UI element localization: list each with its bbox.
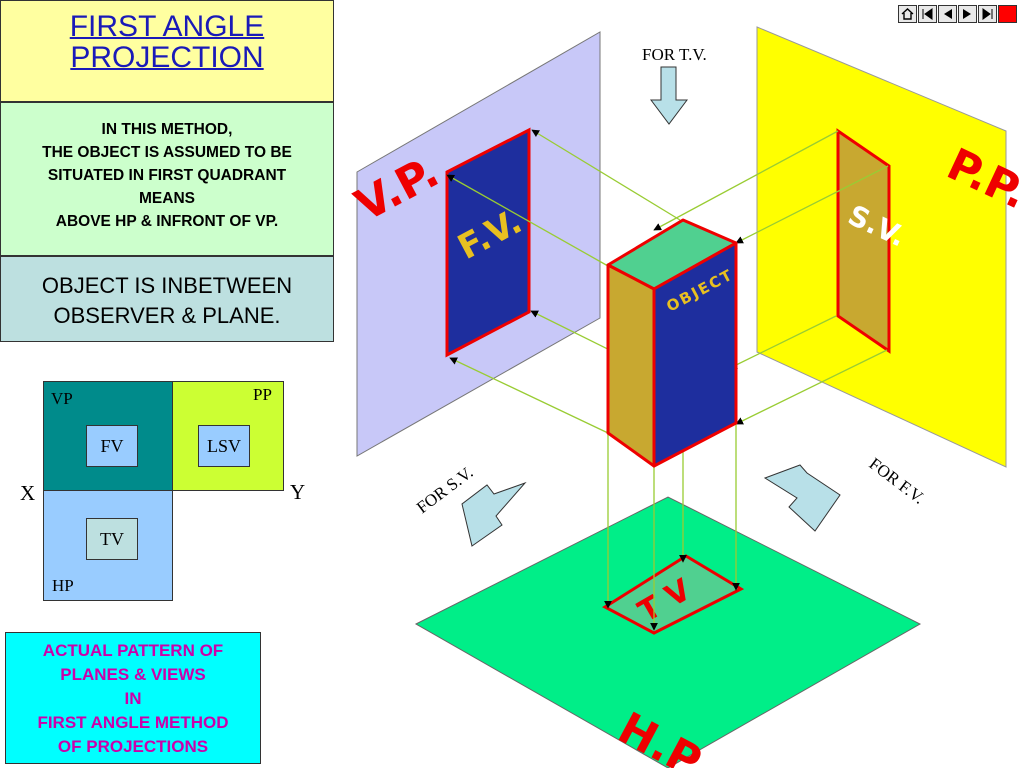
method-line-1: IN THIS METHOD, <box>101 121 233 138</box>
object-box-3d <box>606 218 738 468</box>
arrow-for-tv <box>650 66 688 125</box>
object-front-face <box>652 241 738 468</box>
method-description-box: IN THIS METHOD, THE OBJECT IS ASSUMED TO… <box>0 102 334 256</box>
last-slide-button[interactable] <box>978 5 997 23</box>
pp-label: PP <box>253 385 272 404</box>
home-button[interactable] <box>898 5 917 23</box>
title-line-1: FIRST ANGLE <box>69 10 265 43</box>
hp-label: HP <box>52 576 74 595</box>
method-line-3: SITUATED IN FIRST QUADRANT <box>47 167 287 184</box>
for-fv-label: FOR F.V. <box>866 454 929 508</box>
pattern-line-4: FIRST ANGLE METHOD <box>37 713 229 732</box>
first-icon <box>922 8 933 20</box>
pattern-line-1: ACTUAL PATTERN OF <box>42 641 224 660</box>
for-tv-label: FOR T.V. <box>642 45 707 64</box>
y-axis-label: Y <box>290 480 306 504</box>
object-position-box: OBJECT IS INBETWEEN OBSERVER & PLANE. <box>0 256 334 342</box>
next-icon <box>963 9 971 19</box>
top-view <box>602 554 745 635</box>
pattern-caption-box: ACTUAL PATTERN OF PLANES & VIEWS IN FIRS… <box>5 632 261 764</box>
prev-icon <box>944 9 952 19</box>
object-side-face <box>606 263 656 468</box>
prev-slide-button[interactable] <box>938 5 957 23</box>
page-title: FIRST ANGLE PROJECTION <box>1 11 333 73</box>
vp-label: VP <box>51 389 73 408</box>
next-slide-button[interactable] <box>958 5 977 23</box>
method-line-5: ABOVE HP & INFRONT OF VP. <box>55 213 279 230</box>
title-box: FIRST ANGLE PROJECTION <box>0 0 334 102</box>
slide-navigation <box>898 5 1018 25</box>
fv-box: FV <box>86 425 138 467</box>
arrow-for-sv <box>461 481 527 547</box>
pattern-line-5: OF PROJECTIONS <box>57 737 209 756</box>
lsv-box: LSV <box>198 425 250 467</box>
object-line-2: OBSERVER & PLANE. <box>53 303 281 328</box>
tv-box: TV <box>86 518 138 560</box>
horizontal-plane <box>414 496 922 768</box>
last-icon <box>982 8 993 20</box>
end-show-button[interactable] <box>998 5 1017 23</box>
side-view <box>836 128 891 354</box>
title-line-2: PROJECTION <box>70 41 264 74</box>
arrow-for-fv <box>763 464 841 532</box>
method-line-4: MEANS <box>139 190 195 207</box>
home-icon <box>901 8 914 20</box>
object-line-1: OBJECT IS INBETWEEN <box>41 273 293 298</box>
pattern-line-2: PLANES & VIEWS <box>60 665 206 684</box>
method-line-2: THE OBJECT IS ASSUMED TO BE <box>42 144 292 161</box>
pattern-line-3: IN <box>124 689 142 708</box>
x-axis-label: X <box>20 481 36 505</box>
first-slide-button[interactable] <box>918 5 937 23</box>
